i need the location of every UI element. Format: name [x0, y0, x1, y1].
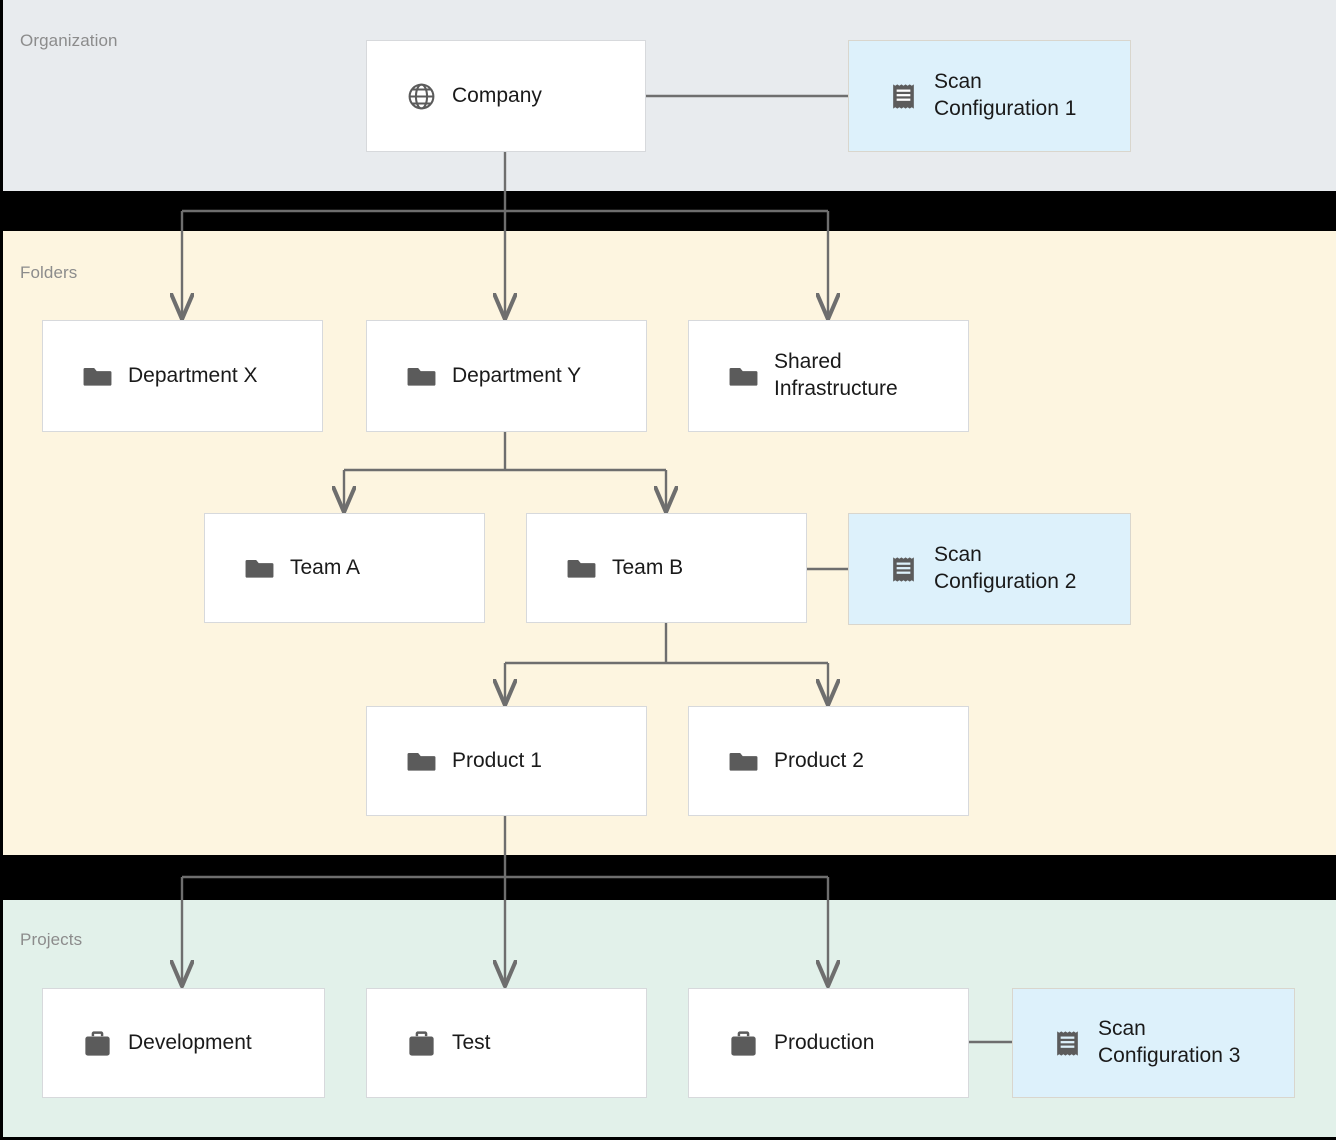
node-production[interactable]: Production — [688, 988, 969, 1098]
node-label: Shared Infrastructure — [774, 350, 898, 400]
node-label: Test — [452, 1030, 491, 1054]
globe-icon — [406, 81, 437, 112]
node-scan-configuration-3[interactable]: Scan Configuration 3 — [1012, 988, 1295, 1098]
node-team-a[interactable]: Team A — [204, 513, 485, 623]
node-team-b[interactable]: Team B — [526, 513, 807, 623]
section-label-projects: Projects — [20, 930, 83, 949]
folder-icon — [566, 553, 597, 584]
node-label: Team B — [612, 555, 684, 579]
node-label: Product 2 — [774, 748, 864, 772]
node-test[interactable]: Test — [366, 988, 647, 1098]
section-band-organization — [3, 0, 1336, 191]
node-shared-infrastructure[interactable]: Shared Infrastructure — [688, 320, 969, 432]
node-label: Scan Configuration 2 — [934, 543, 1077, 593]
folder-icon — [728, 746, 759, 777]
node-label: Scan Configuration 1 — [934, 70, 1077, 120]
briefcase-icon — [82, 1028, 113, 1059]
node-scan-configuration-1[interactable]: Scan Configuration 1 — [848, 40, 1131, 152]
node-label: Team A — [290, 555, 361, 579]
node-company[interactable]: Company — [366, 40, 646, 152]
folder-icon — [244, 553, 275, 584]
node-label: Production — [774, 1030, 875, 1054]
node-product-1[interactable]: Product 1 — [366, 706, 647, 816]
receipt-icon — [888, 81, 919, 112]
folder-icon — [406, 361, 437, 392]
folder-icon — [728, 361, 759, 392]
node-label: Department Y — [452, 363, 582, 387]
node-label: Department X — [128, 363, 258, 387]
node-label: Company — [452, 83, 542, 107]
section-label-folders: Folders — [20, 263, 78, 282]
node-department-y[interactable]: Department Y — [366, 320, 647, 432]
node-department-x[interactable]: Department X — [42, 320, 323, 432]
node-label: Development — [128, 1030, 252, 1054]
briefcase-icon — [406, 1028, 437, 1059]
section-label-organization: Organization — [20, 31, 118, 50]
folder-icon — [82, 361, 113, 392]
node-label: Scan Configuration 3 — [1098, 1017, 1241, 1067]
briefcase-icon — [728, 1028, 759, 1059]
receipt-icon — [1052, 1028, 1083, 1059]
node-scan-configuration-2[interactable]: Scan Configuration 2 — [848, 513, 1131, 625]
node-label: Product 1 — [452, 748, 542, 772]
node-development[interactable]: Development — [42, 988, 325, 1098]
folder-icon — [406, 746, 437, 777]
node-product-2[interactable]: Product 2 — [688, 706, 969, 816]
receipt-icon — [888, 554, 919, 585]
